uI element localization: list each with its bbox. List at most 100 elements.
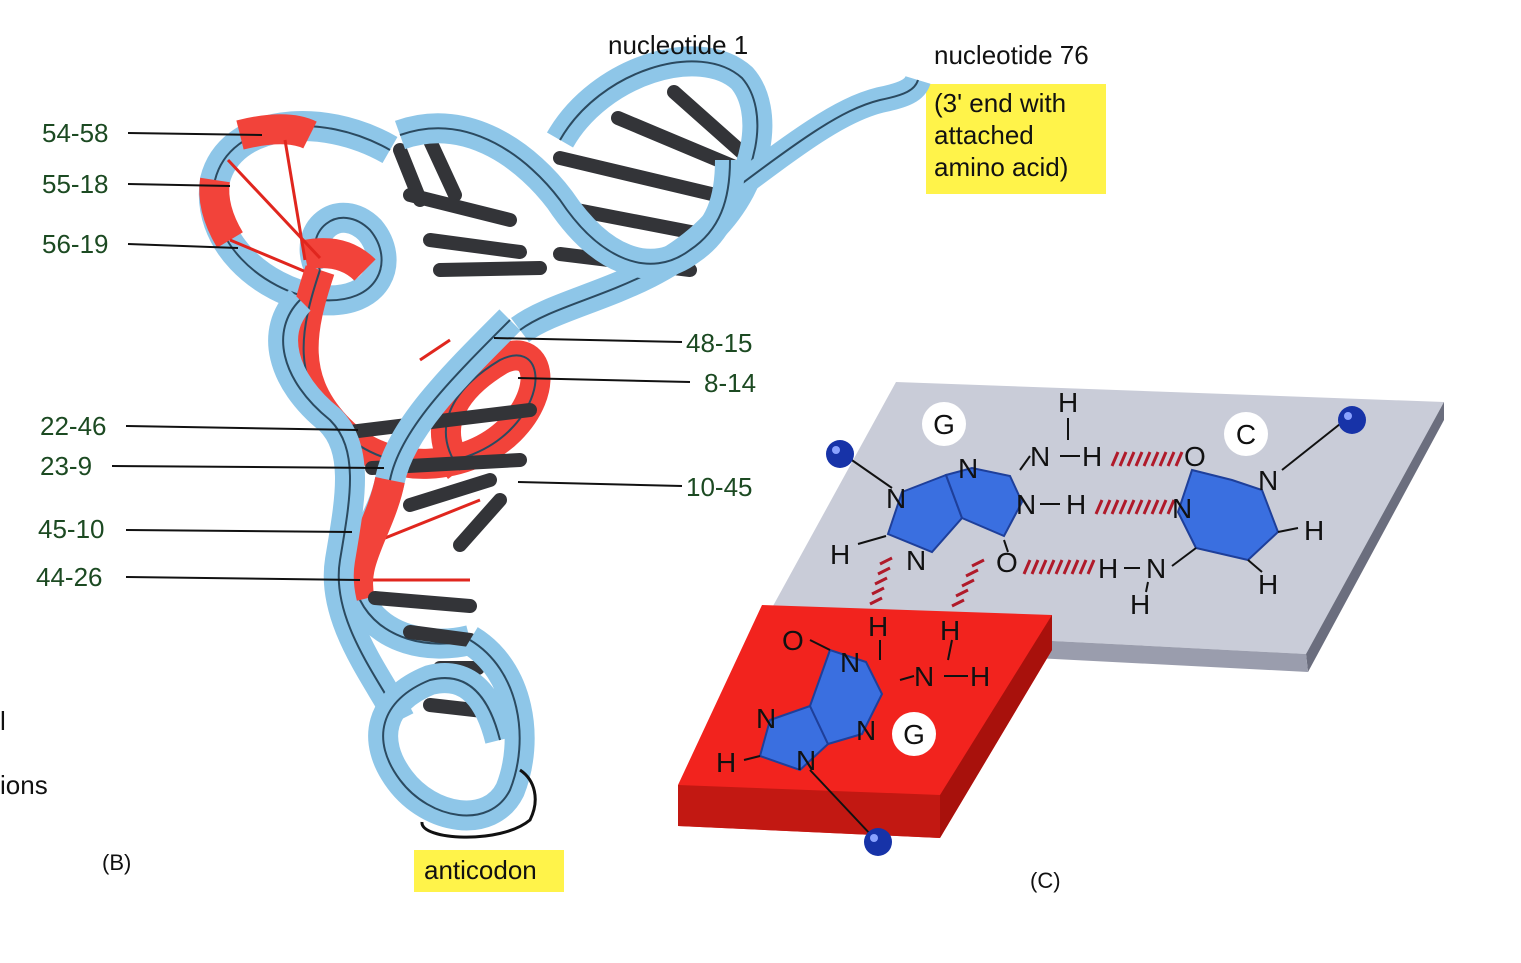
leader-line-54-58	[127, 132, 263, 136]
leader-line-45-10	[125, 529, 353, 533]
rung	[553, 151, 727, 203]
atom-o: O	[1184, 441, 1206, 472]
anticodon-bracket	[420, 768, 537, 839]
atom-h: H	[1098, 553, 1118, 584]
leader-line-8-14	[517, 377, 691, 383]
pair-label-54-58: 54-58	[42, 118, 109, 148]
rung	[423, 233, 527, 259]
leader-line-56-19	[127, 243, 239, 249]
red-plane-edge	[678, 785, 940, 838]
anticodon-highlight	[414, 850, 564, 892]
pair-label-45-10: 45-10	[38, 514, 105, 544]
bond	[809, 639, 831, 651]
atom-n: N	[856, 715, 876, 746]
acceptor-strand-edge	[519, 60, 759, 331]
g2-five-ring	[758, 704, 830, 772]
gray-plane	[762, 382, 1444, 654]
sugar-sphere-c	[1338, 406, 1366, 434]
atom-o: O	[996, 547, 1018, 578]
panel-c-label: (C)	[1030, 868, 1061, 893]
rung	[453, 493, 507, 552]
pair-label-10-45: 10-45	[686, 472, 753, 502]
pair-label-55-18: 55-18	[42, 169, 109, 199]
left-strand-edge	[282, 299, 401, 721]
gray-plane-side	[1306, 402, 1444, 672]
bond	[1145, 581, 1149, 593]
three-prime-tail-edge	[719, 79, 919, 201]
g2-label-circle	[892, 712, 936, 756]
bond	[1281, 423, 1341, 471]
hydrogen-bonds	[869, 451, 1184, 608]
hbond-3	[1022, 559, 1096, 575]
tertiary-line	[226, 158, 322, 260]
panel-b-label: (B)	[102, 850, 132, 875]
end-note-line-1: (3' end with	[934, 88, 1067, 118]
leader-line-10-45	[517, 481, 683, 487]
bond	[1019, 455, 1031, 471]
atom-h: H	[1130, 589, 1150, 620]
t-stem-rungs	[393, 123, 547, 277]
hbond-2	[1094, 499, 1176, 515]
rung	[667, 85, 753, 163]
anticodon-label: anticodon	[424, 855, 537, 885]
atom-n: N	[906, 545, 926, 576]
pair-label-23-9: 23-9	[40, 451, 93, 481]
anticodon-loop-edge	[382, 639, 521, 817]
atom-n: N	[796, 745, 816, 776]
atom-n: N	[1146, 553, 1166, 584]
tertiary-line	[379, 498, 481, 542]
sphere-shine	[1344, 412, 1352, 420]
t-loop	[198, 111, 398, 316]
g1-label-circle	[922, 402, 966, 446]
acceptor-strand-front-edge	[399, 127, 731, 265]
atom-n: N	[756, 703, 776, 734]
atom-n: N	[1258, 465, 1278, 496]
hbond-5	[951, 558, 985, 608]
red-segment	[343, 476, 405, 604]
tertiary-lines	[226, 139, 481, 582]
bond	[1277, 527, 1299, 533]
hbond-1	[1110, 451, 1184, 467]
leader-line-48-15	[493, 337, 683, 343]
atom-n: N	[1172, 493, 1192, 524]
bond	[1247, 559, 1263, 573]
trna-ribbon	[198, 46, 931, 839]
end-note-highlight	[926, 84, 1106, 194]
cut-text-ions: ions	[0, 770, 48, 800]
tertiary-line	[419, 338, 451, 362]
rung	[403, 625, 477, 647]
nucleotide-1-label: nucleotide 1	[608, 30, 749, 60]
atom-h: H	[1304, 515, 1324, 546]
pair-label-22-46: 22-46	[40, 411, 107, 441]
leader-line-23-9	[111, 465, 385, 469]
atom-n: N	[840, 647, 860, 678]
atom-h: H	[940, 615, 960, 646]
rung	[403, 473, 497, 512]
atom-h: H	[716, 747, 736, 778]
bond	[743, 755, 761, 761]
atom-n: N	[1030, 441, 1050, 472]
g1-six-ring	[944, 466, 1024, 538]
bond	[809, 769, 873, 837]
bond	[1003, 539, 1009, 553]
d-stem-rungs	[343, 403, 537, 552]
c-label-circle	[1224, 412, 1268, 456]
rung	[343, 403, 537, 439]
red-segment	[199, 177, 244, 248]
hbond-4	[869, 556, 893, 606]
base-triple: G C G H N H N N H N O H N O N N H H H N …	[678, 382, 1444, 856]
end-note-line-3: amino acid)	[934, 152, 1069, 182]
covalent-bonds	[743, 418, 1341, 837]
rung	[403, 188, 517, 227]
atom-h: H	[1082, 441, 1102, 472]
sugar-sphere-g2	[864, 828, 892, 856]
cut-text-l: l	[0, 706, 6, 736]
tertiary-line	[283, 139, 307, 261]
c-ring	[1176, 468, 1280, 562]
base-c-letter: C	[1236, 419, 1256, 450]
rung	[433, 261, 547, 277]
atom-h: H	[830, 539, 850, 570]
base-g2-letter: G	[903, 719, 925, 750]
